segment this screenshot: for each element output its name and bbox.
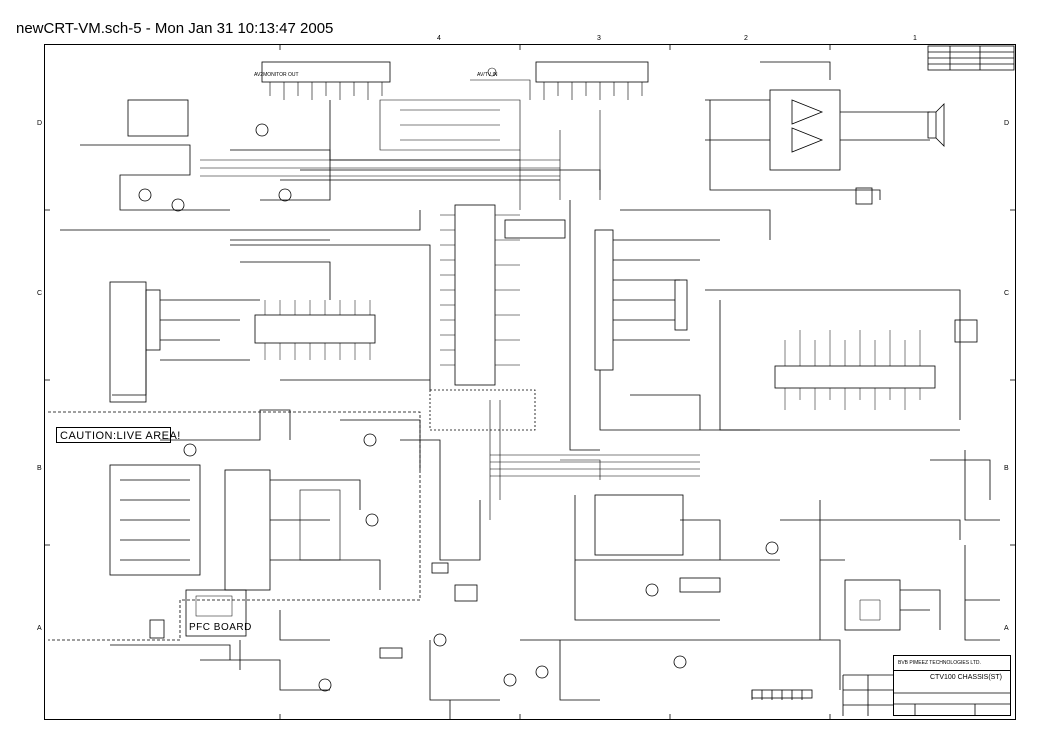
row-letter: C <box>1004 290 1010 297</box>
audio-amplifier <box>705 61 945 205</box>
schematic-title: newCRT-VM.sch-5 - Mon Jan 31 10:13:47 20… <box>16 20 334 37</box>
keyboard-connector <box>569 200 771 451</box>
row-letter: B <box>37 465 42 472</box>
signal-bus <box>200 159 700 520</box>
row-letter: A <box>37 625 42 632</box>
tuner-module <box>109 281 260 403</box>
bottom-connectors <box>379 562 813 700</box>
upper-left-block <box>60 99 601 241</box>
pfc-board-label: PFC BOARD <box>189 622 252 633</box>
av-out-connector <box>261 61 391 100</box>
decoder-ic <box>429 204 566 431</box>
chassis-name: CTV100 CHASSIS(ST) <box>930 674 1002 681</box>
revision-table <box>927 45 1015 71</box>
title-block-lines <box>842 674 1011 716</box>
drawing-frame <box>44 44 1016 720</box>
title-block: BVB PIMEEZ TECHNOLOGIES LTD. CTV100 CHAS… <box>893 655 1011 716</box>
row-letter: D <box>1004 120 1010 127</box>
pfc-box <box>185 589 247 637</box>
right-side-wiring <box>930 450 1000 641</box>
av-out-label: AV2MONITOR OUT <box>254 72 299 78</box>
zone-ticks <box>44 44 1016 720</box>
column-number: 2 <box>744 35 748 42</box>
audio-filter-network <box>379 67 601 210</box>
title-block-divider <box>894 670 1010 671</box>
column-number: 1 <box>913 35 917 42</box>
caution-live-area-label: CAUTION:LIVE AREA! <box>56 427 180 443</box>
deflection-section <box>429 494 961 720</box>
row-letter: C <box>37 290 43 297</box>
micro-controller <box>705 289 978 431</box>
if-ic <box>230 244 431 390</box>
row-letter: B <box>1004 465 1009 472</box>
power-supply <box>109 409 481 692</box>
av-in-connector <box>535 61 649 100</box>
live-area-boundary <box>48 411 421 641</box>
row-letter: D <box>37 120 43 127</box>
column-number: 4 <box>437 35 441 42</box>
av-in-label: AV/TV IN <box>477 72 498 78</box>
row-letter: A <box>1004 625 1009 632</box>
company-name: BVB PIMEEZ TECHNOLOGIES LTD. <box>898 660 981 666</box>
column-number: 3 <box>597 35 601 42</box>
